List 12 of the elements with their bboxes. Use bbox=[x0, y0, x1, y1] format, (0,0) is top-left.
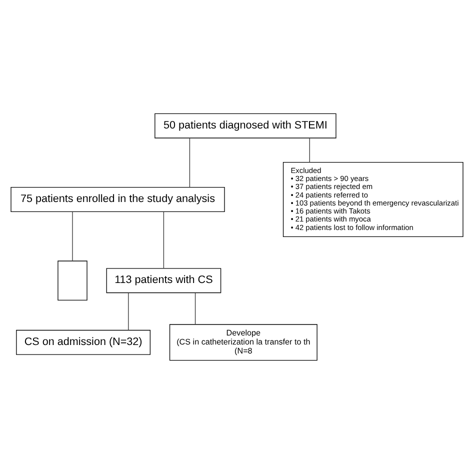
connector bbox=[189, 138, 190, 188]
node-box: CS on admission (N=32) bbox=[16, 330, 151, 355]
node-box: 75 patients enrolled in the study analysis bbox=[10, 187, 225, 212]
connector bbox=[194, 292, 196, 325]
connector bbox=[309, 138, 310, 162]
connector bbox=[163, 211, 164, 269]
node-box bbox=[58, 260, 88, 300]
connector bbox=[128, 292, 129, 331]
node-box: Excluded • 32 patients > 90 years • 37 patients rejected em • 24 patients referred to • 103 patients beyond th emergency revascularizati • 16 patients with Takots • 21 patients with myoca • 42 patients lost to follow information bbox=[282, 162, 464, 237]
node-box: 113 patients with CS bbox=[106, 268, 222, 294]
connector bbox=[72, 211, 73, 262]
node-box: 50 patients diagnosed with STEMI bbox=[154, 113, 336, 138]
